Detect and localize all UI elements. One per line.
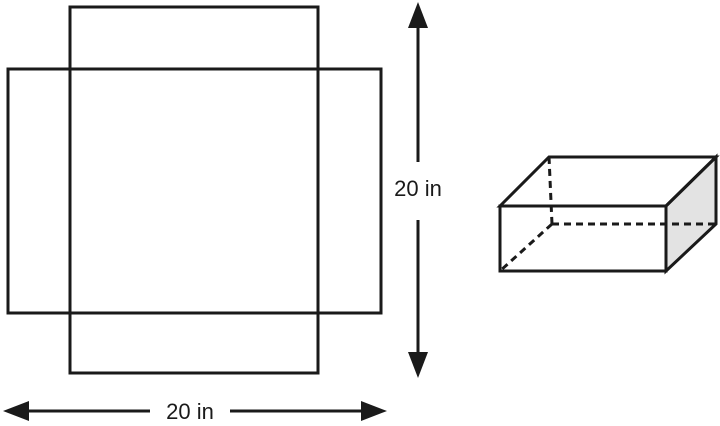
net-right-flap	[316, 67, 383, 315]
box-net	[6, 5, 383, 375]
box-right-face	[664, 153, 718, 275]
width-label: 20 in	[166, 399, 214, 424]
height-arrow-down-head	[408, 352, 428, 378]
net-top-flap	[68, 5, 320, 71]
width-arrow-right-head	[361, 401, 387, 421]
width-arrow-left-head	[3, 401, 29, 421]
height-label: 20 in	[394, 176, 442, 201]
height-arrow-up-head	[408, 2, 428, 28]
height-dimension: 20 in	[394, 2, 442, 378]
net-base-square	[68, 67, 320, 315]
box-hidden-depth-edge	[498, 222, 554, 273]
box-front-face	[498, 204, 668, 273]
net-bottom-flap	[68, 311, 320, 375]
width-dimension: 20 in	[3, 399, 387, 424]
box-hidden-vertical-edge	[547, 156, 554, 225]
net-left-flap	[6, 67, 72, 315]
open-box-illustration	[496, 153, 720, 275]
